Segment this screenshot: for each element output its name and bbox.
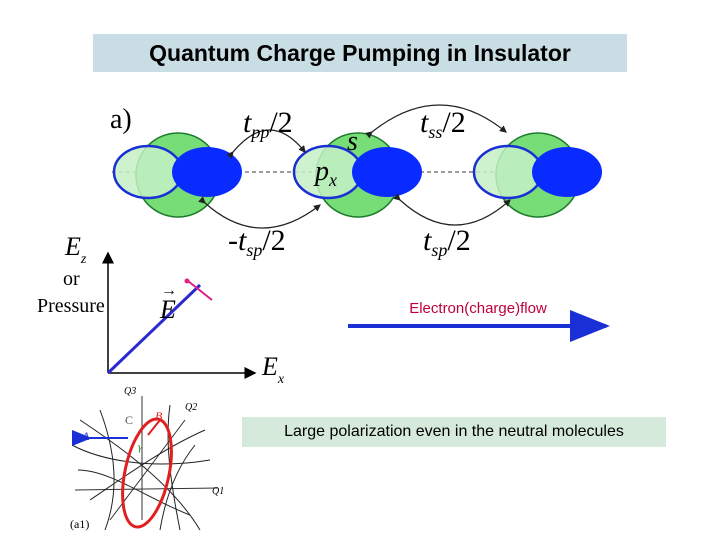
e-vector-arrow: → [161,282,177,299]
q3-label: Q3 [124,386,136,397]
p-lobe-dark-2 [352,147,422,197]
site-1 [112,132,242,218]
tsp-neg-hopping-arc [198,196,321,229]
q2-label: Q2 [185,402,197,413]
site-2 [292,132,422,218]
electron-flow-label: Electron(charge)flow [409,300,547,317]
a-label: A [81,429,90,443]
q1-axis [74,487,219,491]
tpp-label: tpp/2 [243,106,293,142]
b-label: B [155,409,163,423]
field-line-6 [77,469,191,516]
field-vector [106,283,202,375]
page-title: Quantum Charge Pumping in Insulator [93,34,627,72]
vector-b-arrow [147,419,161,436]
pressure-label: Pressure [37,295,105,317]
field-vector-tip-dot [184,278,190,284]
gamma-label: γ [138,441,143,453]
q1-label: Q1 [212,486,224,497]
panel-label: a) [110,104,132,135]
field-line-5 [167,404,181,531]
ez-axis-label: Ez [64,232,87,267]
or-label: or [63,268,80,290]
pumping-loop [121,417,173,529]
p-lobe-dark-1 [172,147,242,197]
tsp-neg-label: -tsp/2 [228,224,286,260]
field-line-1 [79,419,201,531]
field-line-2 [71,444,211,465]
p-lobe-light-3 [472,144,544,200]
inset-tag: (a1) [70,517,89,531]
tpp-hopping-arc [226,129,306,159]
field-line-4 [99,409,115,531]
c-label: C [125,413,133,427]
pumping-loop-inset: Q3 Q2 Q1 C A B γ (a1) [70,386,224,531]
field-line-3 [89,429,206,501]
tss-hopping-arc [365,104,507,139]
tsp-label: tsp/2 [423,224,471,260]
s-orbital-label: s [347,126,358,157]
p-lobe-light-1 [112,144,184,200]
ex-axis-label: Ex [261,352,285,387]
field-vector-tip-mark [187,280,213,301]
tss-label: tss/2 [420,106,466,142]
p-lobe-dark-3 [532,147,602,197]
e-vector-label: E [159,295,176,324]
field-line-7 [159,444,196,531]
polarization-label: Large polarization even in the neutral m… [242,417,666,447]
site-3 [472,132,602,218]
p-orbital-label: px [313,156,337,190]
tsp-hopping-arc [393,193,511,226]
